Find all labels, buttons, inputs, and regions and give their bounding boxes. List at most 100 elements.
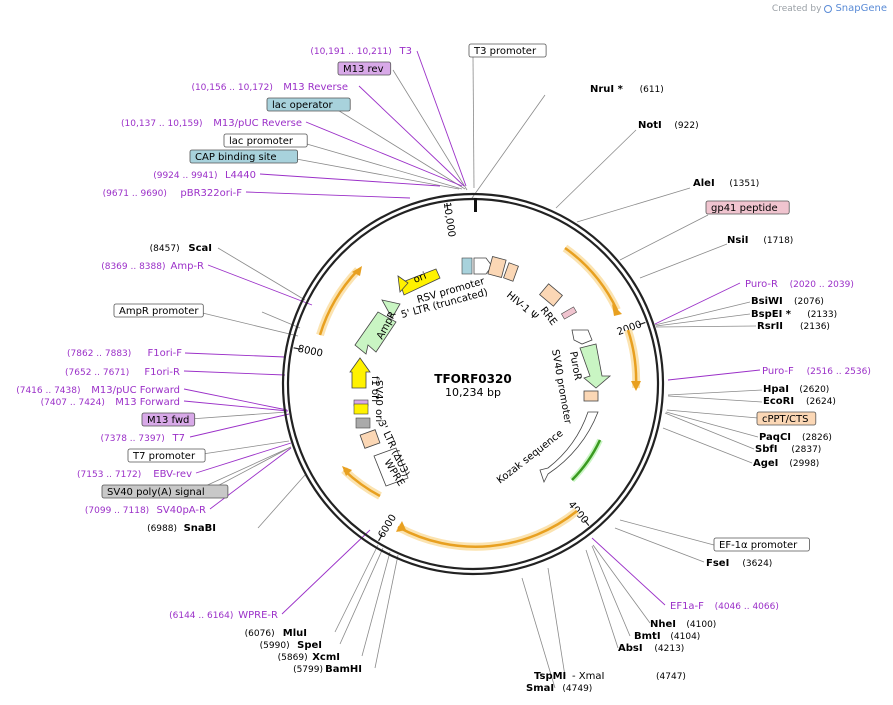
rre-block bbox=[539, 283, 563, 307]
enzyme-position: (4213) bbox=[654, 644, 684, 654]
orange-arrowhead-1 bbox=[612, 304, 622, 316]
enzyme-name: AleI bbox=[693, 178, 715, 189]
feature-box-label: T3 promoter bbox=[473, 46, 537, 57]
enzyme-position: (2133) bbox=[807, 310, 837, 320]
feature-box bbox=[266, 97, 351, 112]
feature-box-label: lac operator bbox=[272, 100, 333, 111]
enzyme-position: (611) bbox=[640, 85, 664, 95]
plasmid-name: TFORF0320 bbox=[434, 372, 511, 386]
feature-box bbox=[127, 448, 206, 463]
primer-position: (8369 .. 8388) bbox=[101, 262, 165, 272]
credit-brand: SnapGene bbox=[835, 3, 887, 14]
ring-tick-label: 8000 bbox=[297, 344, 324, 360]
orange-arrow-3 bbox=[397, 510, 578, 548]
primer-position: (6144 .. 6164) bbox=[169, 611, 233, 621]
enzyme-name: BsiWI bbox=[751, 296, 783, 307]
primer-name: SV40pA-R bbox=[157, 505, 206, 516]
feature-box bbox=[189, 149, 298, 164]
primer-position: (7416 .. 7438) bbox=[16, 386, 80, 396]
feature-box bbox=[756, 411, 817, 426]
enzyme-position: (1351) bbox=[729, 179, 759, 189]
primer-position: (7153 .. 7172) bbox=[77, 470, 141, 480]
enzyme-position: (2826) bbox=[802, 433, 832, 443]
feature-box bbox=[713, 537, 810, 552]
orange-arrowhead-2 bbox=[631, 381, 641, 391]
feature-box bbox=[141, 412, 196, 427]
feature-box-label: CAP binding site bbox=[195, 152, 277, 163]
enzyme-name: PaqCI bbox=[759, 432, 791, 443]
enzyme-position: (2136) bbox=[800, 322, 830, 332]
enzyme-position: (2620) bbox=[799, 385, 829, 395]
primer-name: T7 bbox=[172, 433, 185, 444]
primer-labels: T3(10,191 .. 10,211)M13 Reverse(10,156 .… bbox=[16, 46, 871, 621]
t7-block bbox=[353, 403, 369, 415]
enzyme-position: (4104) bbox=[670, 632, 700, 642]
feature-label-kozak: Kozak sequence bbox=[495, 428, 565, 486]
primer-name: F1ori-R bbox=[144, 367, 180, 378]
enzyme-position: (5990) bbox=[260, 641, 290, 651]
feature-box bbox=[223, 133, 308, 148]
ltr5-block bbox=[487, 256, 507, 278]
feature-label-ori: ori bbox=[412, 271, 428, 286]
enzyme-position: (1718) bbox=[763, 236, 793, 246]
backbone-outer-ring bbox=[281, 192, 665, 576]
primer-position: (10,191 .. 10,211) bbox=[310, 47, 391, 57]
feature-label-rre: RRE bbox=[538, 305, 559, 328]
feature-box-label: lac promoter bbox=[229, 136, 294, 147]
primer-position: (7862 .. 7883) bbox=[67, 349, 131, 359]
ori-arrow bbox=[399, 268, 441, 296]
orange-arrowhead-3 bbox=[396, 521, 406, 532]
primer-position: (7099 .. 7118) bbox=[85, 506, 149, 516]
enzyme-position: (6076) bbox=[245, 629, 275, 639]
sv40-promoter-arrow bbox=[571, 329, 593, 345]
primer-position: (2020 .. 2039) bbox=[790, 280, 854, 290]
ampr-arrow bbox=[354, 311, 397, 355]
primer-lines bbox=[183, 50, 761, 615]
enzyme-position: (2076) bbox=[794, 297, 824, 307]
enzyme-name: SbfI bbox=[755, 444, 777, 455]
feature-box-label: SV40 poly(A) signal bbox=[107, 487, 205, 498]
enzyme-position: - XmaI bbox=[572, 671, 604, 682]
enzyme-position: (4747) bbox=[656, 672, 686, 682]
ring-tick-4 bbox=[446, 202, 449, 210]
enzyme-position: (2998) bbox=[789, 459, 819, 469]
primer-name: EBV-rev bbox=[153, 469, 192, 480]
ori-arrowhead bbox=[397, 275, 409, 293]
primer-name: EF1a-F bbox=[670, 601, 704, 612]
feature-box bbox=[705, 200, 790, 215]
enzyme-name: AbsI bbox=[618, 643, 643, 654]
ring-tick-0 bbox=[638, 321, 646, 326]
feature-box-label: EF-1α promoter bbox=[719, 540, 798, 551]
feature-box-label: M13 fwd bbox=[147, 415, 189, 426]
feature-box bbox=[113, 303, 204, 318]
orange-arrowhead-5 bbox=[352, 266, 362, 276]
feature-box-label: gp41 peptide bbox=[711, 203, 778, 214]
origin-marker bbox=[474, 198, 477, 212]
primer-position: (7652 .. 7671) bbox=[65, 368, 129, 378]
enzyme-position: (8457) bbox=[150, 244, 180, 254]
enzyme-name: NsiI bbox=[727, 235, 748, 246]
orange-arrow-5 bbox=[318, 269, 359, 336]
primer-position: (10,137 .. 10,159) bbox=[121, 119, 202, 129]
enzyme-position: (3624) bbox=[742, 559, 772, 569]
wpre-block bbox=[373, 447, 409, 487]
enzyme-name: BspEI * bbox=[751, 309, 792, 320]
lac-feature-block bbox=[461, 257, 473, 275]
enzyme-position: (5799) bbox=[293, 665, 323, 675]
feature-box bbox=[101, 484, 229, 499]
primer-name: M13/pUC Forward bbox=[91, 385, 180, 396]
credit-prefix: Created by bbox=[771, 3, 822, 14]
primer-position: (7378 .. 7397) bbox=[101, 434, 165, 444]
enzyme-name: BmtI bbox=[634, 631, 661, 642]
primer-name: pBR322ori-F bbox=[180, 188, 242, 199]
feature-box bbox=[468, 43, 547, 58]
primer-position: (7407 .. 7424) bbox=[41, 398, 105, 408]
enzyme-name: TspMI bbox=[534, 671, 566, 682]
primer-name: Puro-F bbox=[762, 366, 794, 377]
enzyme-name: RsrII bbox=[757, 321, 783, 332]
cppt-block bbox=[583, 390, 599, 402]
enzyme-name: SpeI bbox=[297, 640, 322, 651]
primer-name: M13 Reverse bbox=[283, 82, 348, 93]
